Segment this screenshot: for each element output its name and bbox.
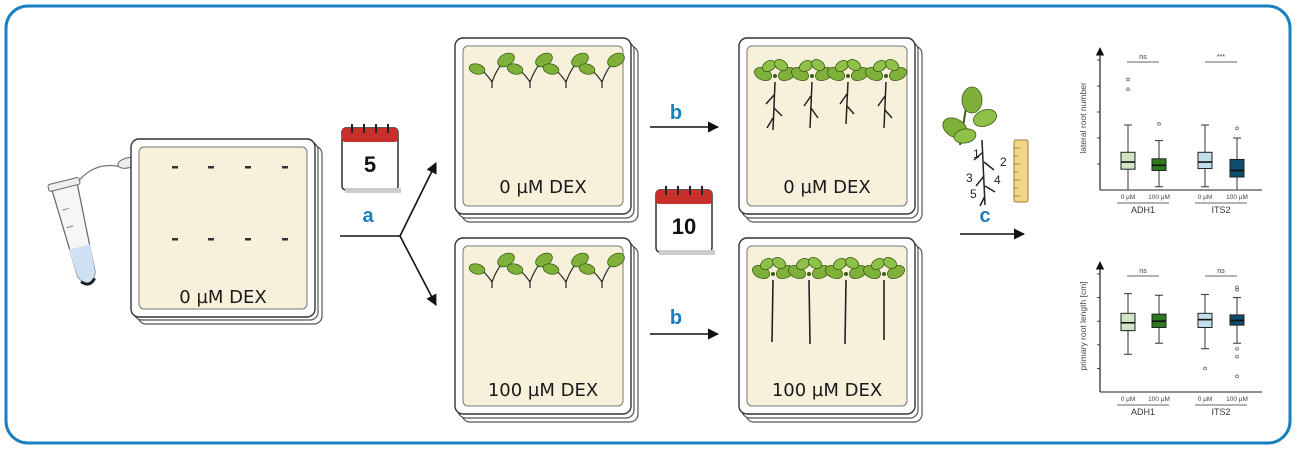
- step-a-label: a: [362, 205, 374, 227]
- group-label: ADH1: [1131, 205, 1155, 215]
- outlier-point: [1157, 121, 1161, 126]
- outlier-point: [1203, 366, 1207, 371]
- group-label: ADH1: [1131, 407, 1155, 417]
- ruler-icon: [1013, 139, 1029, 203]
- box-adh1-dex: [1151, 121, 1167, 188]
- outlier-point: [1126, 77, 1130, 82]
- plate-right-bottom: 100 µM DEX: [738, 237, 923, 423]
- x-tick-label: 0 µM: [1198, 396, 1213, 403]
- root-number-1: 1: [973, 147, 980, 161]
- outlier-point: [1235, 287, 1239, 292]
- plate-right-top: 0 µM DEX: [738, 37, 923, 223]
- box-adh1-control: [1120, 293, 1136, 355]
- plate-mid-top-label: 0 µM DEX: [499, 177, 586, 198]
- plate-mid-bottom: 100 µM DEX: [454, 237, 639, 423]
- significance-label: ns: [1139, 54, 1147, 61]
- plate-mid-bottom-label: 100 µM DEX: [488, 380, 598, 401]
- eppendorf-tube-icon: [47, 156, 138, 286]
- root-number-4: 4: [994, 173, 1001, 187]
- outlier-point: [1126, 87, 1130, 91]
- outlier-point: [1235, 354, 1239, 359]
- root-number-3: 3: [966, 171, 973, 185]
- x-tick-label: 100 µM: [1226, 194, 1248, 201]
- plate-right-top-label: 0 µM DEX: [783, 177, 870, 198]
- group-label: ITS2: [1211, 407, 1230, 417]
- root-number-2: 2: [1000, 155, 1007, 169]
- step-c-label: c: [979, 205, 990, 227]
- box-its2-control: [1197, 124, 1213, 188]
- box-its2-dex: [1229, 285, 1245, 379]
- outlier-point: [1235, 126, 1239, 130]
- plate-mid-top: 0 µM DEX: [454, 37, 639, 223]
- x-tick-label: 100 µM: [1226, 396, 1248, 403]
- box-its2-dex: [1229, 126, 1245, 191]
- calendar-icon-5: 5: [341, 124, 401, 193]
- seed-markers: [172, 166, 288, 241]
- outlier-point: [1235, 346, 1239, 351]
- y-axis-label: primary root length [cm]: [1078, 281, 1088, 370]
- significance-label: ***: [1217, 54, 1225, 61]
- box-body: [1120, 151, 1136, 170]
- box-chart-2: primary root length [cm] 0 µM 100 µM 0 µM 10…: [1078, 261, 1262, 417]
- box-chart-1: lateral root number 0 µM 100 µM 0 µM 100 µM A…: [1078, 47, 1262, 215]
- root-number-5: 5: [970, 187, 977, 201]
- x-tick-label: 0 µM: [1121, 194, 1136, 201]
- step-b-label-bottom: b: [670, 307, 682, 329]
- y-axis-label: lateral root number: [1078, 82, 1088, 154]
- x-tick-label: 0 µM: [1121, 396, 1136, 403]
- outlier-point: [1235, 285, 1239, 290]
- box-adh1-dex: [1151, 294, 1167, 344]
- box-its2-control: [1197, 293, 1213, 371]
- calendar-5-number: 5: [364, 152, 376, 177]
- step-b-arrows: b b: [650, 102, 720, 340]
- calendar-10-number: 10: [672, 214, 696, 239]
- measured-seedling-icon: 1 2 3 4 5: [942, 86, 1007, 207]
- significance-label: ns: [1217, 268, 1225, 275]
- step-c-arrow: c: [960, 205, 1026, 240]
- significance-label: ns: [1139, 268, 1147, 275]
- x-tick-label: 100 µM: [1148, 194, 1170, 201]
- primary-roots: [771, 279, 885, 345]
- figure-frame: [4, 4, 1292, 445]
- plate-start: 0 µM DEX: [130, 138, 323, 325]
- branched-roots: [765, 81, 893, 131]
- box-body: [1197, 151, 1213, 170]
- step-a-arrow: a: [340, 161, 437, 306]
- step-b-label-top: b: [670, 102, 682, 124]
- outlier-point: [1235, 374, 1239, 379]
- plate-right-bottom-label: 100 µM DEX: [772, 380, 882, 401]
- x-tick-label: 100 µM: [1148, 396, 1170, 403]
- group-label: ITS2: [1211, 205, 1230, 215]
- box-adh1-control: [1120, 77, 1136, 191]
- box-body: [1229, 158, 1245, 178]
- results-charts: lateral root number 0 µM 100 µM 0 µM 100 µM A…: [1078, 47, 1262, 417]
- calendar-icon-10: 10: [655, 186, 715, 255]
- plate-start-label: 0 µM DEX: [179, 287, 266, 308]
- x-tick-label: 0 µM: [1198, 194, 1213, 201]
